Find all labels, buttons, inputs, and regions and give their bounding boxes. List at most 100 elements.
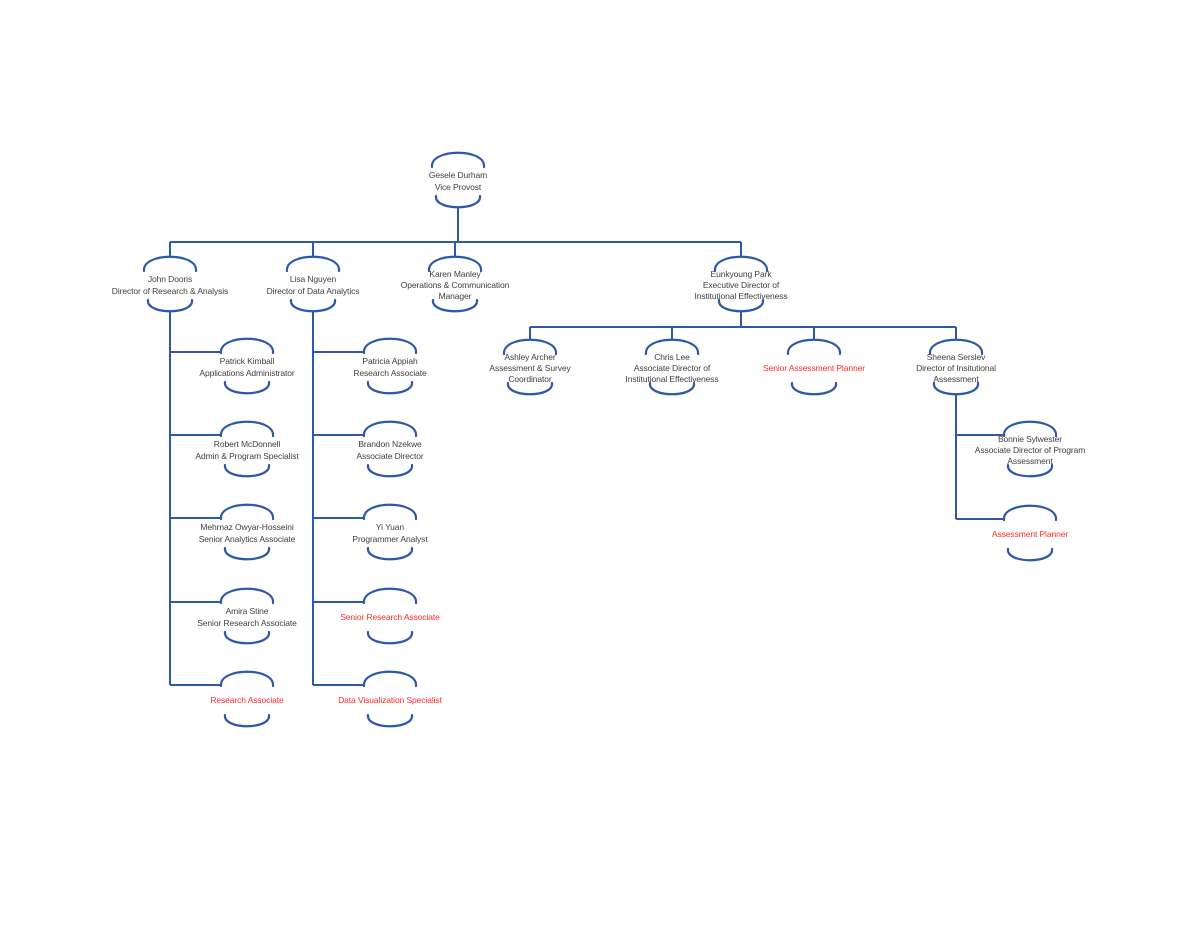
person-name: John Dooris <box>147 274 193 284</box>
node-circle-bottom-arc <box>790 381 838 396</box>
node-circle-top-arc <box>430 151 486 169</box>
person-title: Institutional Effectiveness <box>625 373 719 384</box>
node-circle-bottom-arc <box>717 298 765 313</box>
person-title: Admin & Program Specialist <box>195 450 299 461</box>
node-circle-top-arc <box>1002 420 1058 438</box>
person-title: Research Associate <box>210 694 284 705</box>
node-circle-bottom-arc <box>223 713 271 728</box>
person-title: Executive Director of <box>702 280 780 291</box>
node-circle-top-arc <box>427 255 483 273</box>
person-title: Programmer Analyst <box>352 533 428 544</box>
org-node-vacant-position: Data Visualization Specialist <box>325 676 455 724</box>
person-name: Amira Stine <box>225 606 269 616</box>
node-circle-top-arc <box>362 587 418 605</box>
person-title: Operations & Communication <box>400 280 510 291</box>
person-name: Ashley Archer <box>504 351 556 362</box>
person-name: Patrick Kimball <box>219 356 275 366</box>
node-circle-bottom-arc <box>223 380 271 395</box>
node-circle-bottom-arc <box>146 298 194 313</box>
person-name: Robert McDonnell <box>213 439 281 449</box>
person-name: Karen Manley <box>429 268 481 279</box>
node-circle-bottom-arc <box>223 546 271 561</box>
node-circle-top-arc <box>502 338 558 356</box>
node-circle-bottom-arc <box>366 630 414 645</box>
person-title: Associate Director of Program <box>974 445 1086 456</box>
node-circle-top-arc <box>362 337 418 355</box>
person-title: Coordinator <box>508 373 552 384</box>
org-node-vacant-position: Research Associate <box>182 676 312 724</box>
person-name: Eunkyoung Park <box>710 268 772 279</box>
node-circle-top-arc <box>928 338 984 356</box>
node-circle-bottom-arc <box>366 546 414 561</box>
node-circle-bottom-arc <box>289 298 337 313</box>
person-title: Senior Research Associate <box>340 611 440 622</box>
node-circle-bottom-arc <box>434 194 482 209</box>
node-circle-top-arc <box>362 420 418 438</box>
person-name: Lisa Nguyen <box>289 274 337 284</box>
person-title: Assessment Planner <box>991 528 1069 539</box>
person-title: Applications Administrator <box>199 367 295 378</box>
node-circle-top-arc <box>285 255 341 273</box>
node-circle-bottom-arc <box>648 381 696 396</box>
node-circle-top-arc <box>219 337 275 355</box>
person-name: Sheena Serslev <box>926 351 986 362</box>
node-circle-bottom-arc <box>223 463 271 478</box>
person-title: Senior Analytics Associate <box>198 533 296 544</box>
node-circle-bottom-arc <box>366 463 414 478</box>
person-title: Vice Provost <box>434 181 482 192</box>
org-node-vacant-position: Assessment Planner <box>965 510 1095 558</box>
node-circle-bottom-arc <box>1006 463 1054 478</box>
node-circle-top-arc <box>219 670 275 688</box>
person-title: Director of Data Analytics <box>266 285 360 296</box>
node-circle-top-arc <box>142 255 198 273</box>
node-circle-top-arc <box>713 255 769 273</box>
node-circle-top-arc <box>362 670 418 688</box>
person-name: Mehrnaz Owyar-Hosseini <box>200 522 294 532</box>
node-circle-bottom-arc <box>223 630 271 645</box>
person-name: Chris Lee <box>654 351 690 362</box>
node-circle-bottom-arc <box>932 381 980 396</box>
node-circle-bottom-arc <box>1006 547 1054 562</box>
node-circle-bottom-arc <box>366 380 414 395</box>
person-name: Patricia Appiah <box>362 356 418 366</box>
org-node-vacant-position: Senior Research Associate <box>325 593 455 641</box>
person-name: Gesele Durham <box>428 170 488 180</box>
person-title: Director of Research & Analysis <box>111 285 229 296</box>
person-title: Institutional Effectiveness <box>694 290 788 301</box>
node-circle-bottom-arc <box>506 381 554 396</box>
person-title: Associate Director of <box>633 363 711 374</box>
person-title: Assessment & Survey <box>489 363 571 374</box>
person-title: Research Associate <box>353 367 427 378</box>
node-circle-bottom-arc <box>366 713 414 728</box>
node-circle-top-arc <box>219 587 275 605</box>
person-title: Senior Research Associate <box>197 617 297 628</box>
org-node-vacant-position: Senior Assessment Planner <box>749 344 879 392</box>
person-title: Associate Director <box>356 450 424 461</box>
node-circle-top-arc <box>644 338 700 356</box>
node-circle-top-arc <box>219 420 275 438</box>
person-name: Yi Yuan <box>375 522 405 532</box>
node-circle-top-arc <box>362 503 418 521</box>
person-name: Bonnie Sylwester <box>997 433 1063 444</box>
person-title: Manager <box>438 290 472 301</box>
person-title: Assessment <box>933 373 979 384</box>
